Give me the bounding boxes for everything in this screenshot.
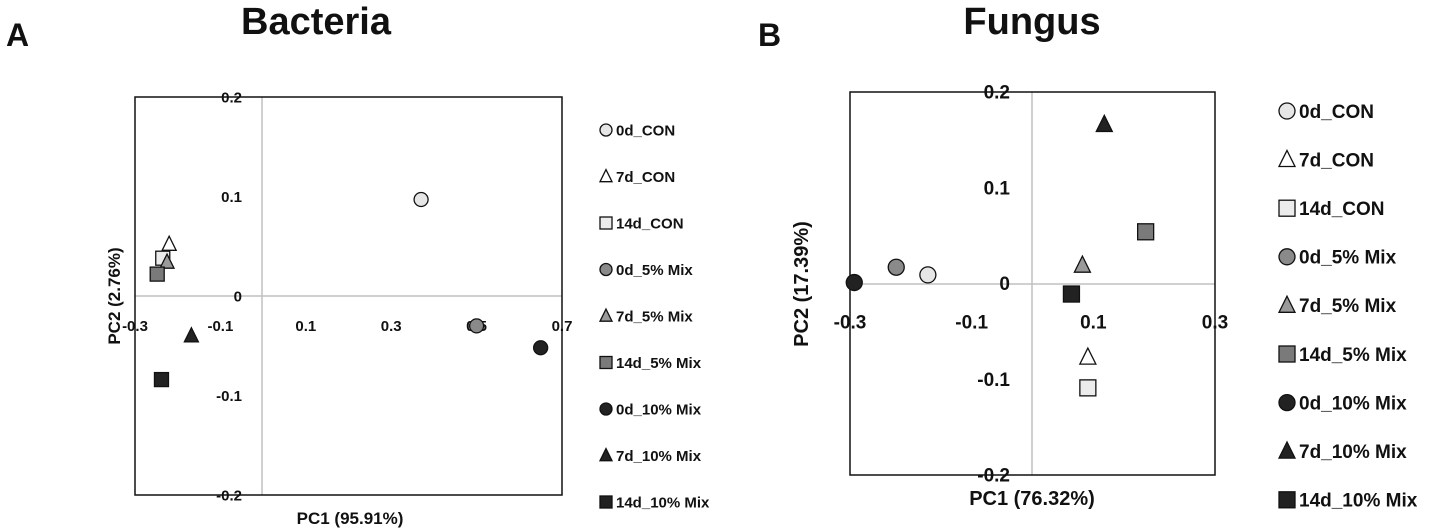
x-tick-label: 0.1 bbox=[1080, 313, 1107, 334]
point-14d-con bbox=[1079, 379, 1097, 397]
panel-label-a: A bbox=[6, 17, 29, 53]
panel-label-b: B bbox=[758, 17, 781, 53]
y-axis-label: PC2 (17.39%) bbox=[791, 221, 813, 347]
legend-label-7d-con: 7d_CON bbox=[616, 169, 675, 186]
legend-label-0d-10pct-mix: 0d_10% Mix bbox=[1299, 393, 1407, 414]
y-axis-label: PC2 (2.76%) bbox=[105, 247, 124, 344]
x-tick-label: 0.3 bbox=[1202, 313, 1228, 334]
legend-label-14d-5pct-mix: 14d_5% Mix bbox=[616, 355, 702, 372]
point-7d-10pct-mix bbox=[183, 326, 200, 343]
legend-marker-14d-5pct-mix bbox=[1278, 345, 1296, 363]
x-tick-label: 0.3 bbox=[381, 318, 402, 335]
panel-fungus: B Fungus -0.3 -0.1 0.1 0.3 -0.2 -0.1 0 0.1 0.2 P… bbox=[758, 1, 1418, 512]
x-tick-label: -0.1 bbox=[955, 313, 988, 334]
legend-marker-7d-10pct-mix bbox=[598, 447, 614, 462]
chart-title-bacteria: Bacteria bbox=[241, 1, 392, 43]
legend-marker-0d-10pct-mix bbox=[1278, 393, 1296, 412]
legend-label-7d-10pct-mix: 7d_10% Mix bbox=[1299, 442, 1407, 463]
legend-label-7d-10pct-mix: 7d_10% Mix bbox=[616, 448, 702, 465]
y-tick-label: 0.1 bbox=[221, 189, 242, 206]
legend-marker-14d-con bbox=[599, 216, 613, 230]
x-tick-label: -0.3 bbox=[834, 313, 867, 334]
legend-marker-0d-10pct-mix bbox=[599, 402, 613, 416]
legend-label-0d-con: 0d_CON bbox=[616, 122, 675, 139]
point-7d-con bbox=[161, 234, 178, 251]
y-tick-label: -0.2 bbox=[216, 487, 242, 504]
legend-marker-7d-5pct-mix bbox=[1277, 294, 1297, 313]
legend-marker-0d-5pct-mix bbox=[1278, 248, 1296, 266]
legend-marker-14d-con bbox=[1278, 199, 1296, 217]
y-tick-label: 0.2 bbox=[221, 89, 242, 106]
legend-label-14d-10pct-mix: 14d_10% Mix bbox=[616, 494, 710, 511]
point-7d-5pct-mix bbox=[158, 252, 176, 269]
x-tick-label: -0.1 bbox=[207, 318, 233, 335]
point-14d-5pct-mix bbox=[149, 266, 165, 282]
legend-label-7d-con: 7d_CON bbox=[1299, 150, 1374, 171]
legend-marker-7d-10pct-mix bbox=[1277, 440, 1297, 459]
legend-label-7d-5pct-mix: 7d_5% Mix bbox=[616, 308, 693, 325]
legend-label-14d-con: 14d_CON bbox=[616, 215, 684, 232]
point-7d-con bbox=[1078, 346, 1097, 365]
point-0d-10pct-mix bbox=[533, 340, 549, 356]
y-tick-label: -0.1 bbox=[216, 388, 242, 405]
point-0d-10pct-mix bbox=[845, 273, 863, 292]
legend-label-14d-5pct-mix: 14d_5% Mix bbox=[1299, 345, 1407, 366]
y-tick-label: 0.2 bbox=[984, 83, 1010, 104]
legend-label-0d-5pct-mix: 0d_5% Mix bbox=[1299, 248, 1397, 269]
legend-marker-0d-5pct-mix bbox=[599, 262, 613, 277]
legend-marker-7d-5pct-mix bbox=[598, 307, 614, 322]
x-tick-label: 0.1 bbox=[295, 318, 316, 335]
legend-marker-7d-con bbox=[1277, 148, 1297, 168]
point-14d-5pct-mix bbox=[1137, 223, 1155, 241]
point-14d-10pct-mix bbox=[1062, 285, 1081, 303]
y-tick-label: -0.1 bbox=[977, 370, 1010, 391]
point-0d-con bbox=[413, 191, 429, 208]
legend-marker-0d-con bbox=[1278, 102, 1296, 120]
point-0d-5pct-mix bbox=[887, 258, 905, 276]
legend-label-0d-10pct-mix: 0d_10% Mix bbox=[616, 401, 702, 418]
legend-label-0d-5pct-mix: 0d_5% Mix bbox=[616, 262, 693, 279]
legend-marker-14d-5pct-mix bbox=[599, 355, 613, 370]
legend-marker-7d-con bbox=[598, 168, 614, 183]
x-tick-label: -0.3 bbox=[122, 318, 148, 335]
chart-title-fungus: Fungus bbox=[963, 1, 1100, 43]
legend-marker-0d-con bbox=[599, 123, 613, 137]
y-tick-label: 0 bbox=[999, 274, 1010, 295]
point-14d-10pct-mix bbox=[153, 371, 170, 388]
x-axis-label: PC1 (95.91%) bbox=[297, 509, 404, 528]
point-7d-10pct-mix bbox=[1095, 113, 1114, 133]
legend-label-14d-10pct-mix: 14d_10% Mix bbox=[1299, 491, 1418, 512]
legend-marker-14d-10pct-mix bbox=[599, 495, 613, 509]
legend-label-14d-con: 14d_CON bbox=[1299, 199, 1385, 220]
x-tick-label: 0.7 bbox=[552, 318, 573, 335]
panel-bacteria: A Bacteria -0.3-0.10.10.30.50.7-0.2-0.10… bbox=[6, 1, 710, 528]
legend-label-7d-5pct-mix: 7d_5% Mix bbox=[1299, 296, 1397, 317]
point-0d-5pct-mix bbox=[468, 318, 485, 334]
point-7d-5pct-mix bbox=[1073, 254, 1092, 273]
y-tick-label: 0.1 bbox=[984, 178, 1011, 199]
y-tick-label: -0.2 bbox=[977, 466, 1010, 487]
legend-label-0d-con: 0d_CON bbox=[1299, 102, 1374, 123]
legend-marker-14d-10pct-mix bbox=[1278, 491, 1296, 509]
x-axis-label: PC1 (76.32%) bbox=[969, 488, 1095, 510]
y-tick-label: 0 bbox=[234, 288, 242, 305]
plot-area bbox=[134, 96, 563, 496]
point-0d-con bbox=[919, 266, 937, 284]
